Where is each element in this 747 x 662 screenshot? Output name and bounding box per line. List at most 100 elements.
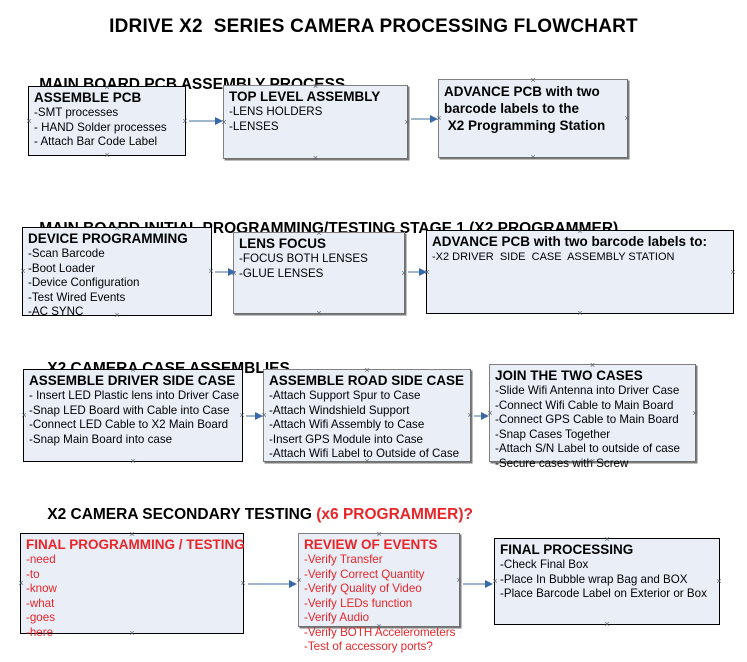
handle-bottom-icon[interactable] <box>316 310 323 317</box>
handle-top-icon[interactable] <box>316 230 323 237</box>
node-line: -X2 DRIVER SIDE CASE ASSEMBLY STATION <box>432 251 675 263</box>
handle-bottom-icon[interactable] <box>312 155 319 162</box>
handle-bottom-icon[interactable] <box>364 458 371 465</box>
node-line: -Connect LED Cable to X2 Main Board <box>29 418 229 431</box>
connector-driver-side-to-road-side <box>246 411 263 420</box>
handle-left-icon[interactable] <box>21 412 28 419</box>
handle-top-icon[interactable] <box>589 362 596 369</box>
handle-right-icon[interactable] <box>624 115 631 122</box>
node-line: -Connect GPS Cable to Main Board <box>495 413 679 426</box>
node-heading: ASSEMBLE DRIVER SIDE CASE <box>29 373 236 388</box>
node-heading: ASSEMBLE PCB <box>34 90 142 105</box>
node-review-of-events[interactable]: REVIEW OF EVENTS -Verify Transfer -Verif… <box>298 531 463 653</box>
node-advance-pcb-to-driver-side-case[interactable]: ADVANCE PCB with two barcode labels to: … <box>426 230 734 314</box>
node-heading: REVIEW OF EVENTS <box>304 537 438 552</box>
node-line: -Slide Wifi Antenna into Driver Case <box>495 384 680 397</box>
connector-top-level-assembly-to-advance-pcb <box>411 114 438 123</box>
handle-right-icon[interactable] <box>456 577 463 584</box>
node-line: -GLUE LENSES <box>239 266 324 280</box>
handle-right-icon[interactable] <box>240 580 247 587</box>
handle-left-icon[interactable] <box>20 268 27 275</box>
node-line: -Verify LEDs function <box>304 596 413 610</box>
node-assemble-driver-side-case[interactable]: ASSEMBLE DRIVER SIDE CASE - Insert LED P… <box>23 369 243 462</box>
handle-right-icon[interactable] <box>239 412 246 419</box>
node-assemble-pcb[interactable]: ASSEMBLE PCB -SMT processes - HAND Solde… <box>28 86 186 156</box>
handle-right-icon[interactable] <box>692 410 699 417</box>
node-line: -Snap Main Board into case <box>29 432 173 446</box>
node-line: -Attach Support Spur to Case <box>269 389 421 402</box>
node-heading: LENS FOCUS <box>239 236 327 251</box>
connector-road-side-to-join-cases <box>474 411 489 420</box>
handle-top-icon[interactable] <box>604 536 611 543</box>
node-heading: DEVICE PROGRAMMING <box>28 231 188 246</box>
node-join-the-two-cases[interactable]: JOIN THE TWO CASES -Slide Wifi Antenna i… <box>489 362 699 470</box>
node-line: -Verify Audio <box>304 611 370 624</box>
handle-right-icon[interactable] <box>716 578 723 585</box>
node-line: -FOCUS BOTH LENSES <box>239 252 368 265</box>
node-line: -AC SYNC <box>28 305 84 318</box>
node-line: -Verify Transfer <box>304 553 383 566</box>
handle-right-icon[interactable] <box>467 412 474 419</box>
node-line: - Insert LED Plastic lens into Driver Ca… <box>29 389 240 402</box>
handle-top-icon[interactable] <box>577 228 584 235</box>
node-line: -Insert GPS Module into Case <box>269 432 424 446</box>
node-line: - HAND Solder processes <box>34 120 167 134</box>
node-line: -Verify Quality of Video <box>304 582 422 595</box>
node-top-level-assembly[interactable]: TOP LEVEL ASSEMBLY -LENS HOLDERS -LENSES <box>223 85 408 159</box>
node-assemble-road-side-case[interactable]: ASSEMBLE ROAD SIDE CASE -Attach Support … <box>263 369 471 462</box>
node-lens-focus[interactable]: LENS FOCUS -FOCUS BOTH LENSES -GLUE LENS… <box>233 232 405 314</box>
node-line: -Place In Bubble wrap Bag and BOX <box>500 572 688 586</box>
handle-top-icon[interactable] <box>364 367 371 374</box>
node-advance-pcb-to-programming-station[interactable]: ADVANCE PCB with two barcode labels to t… <box>438 79 628 158</box>
node-line: -Place Barcode Label on Exterior or Box <box>500 587 707 600</box>
handle-top-icon[interactable] <box>312 83 319 90</box>
node-line: - Attach Bar Code Label <box>34 135 158 148</box>
node-line: -LENSES <box>229 119 279 133</box>
node-line: -to <box>26 567 40 581</box>
node-line: -Attach S/N Label to outside of case <box>495 442 680 455</box>
handle-bottom-icon[interactable] <box>114 312 121 319</box>
node-line-overflow: -Test of accessory ports? <box>304 640 433 653</box>
handle-top-icon[interactable] <box>129 531 136 538</box>
handle-top-icon[interactable] <box>104 84 111 91</box>
handle-bottom-icon[interactable] <box>104 152 111 159</box>
handle-bottom-icon[interactable] <box>129 630 136 637</box>
handle-bottom-icon[interactable] <box>130 458 137 465</box>
node-heading: ADVANCE PCB with two barcode labels to: <box>432 234 708 249</box>
handle-top-icon[interactable] <box>530 77 537 84</box>
node-line: -Verify Correct Quantity <box>304 567 425 581</box>
handle-top-icon[interactable] <box>376 531 383 538</box>
node-heading: ADVANCE PCB with two barcode labels to t… <box>444 84 606 133</box>
handle-top-icon[interactable] <box>130 367 137 374</box>
node-line: -know <box>26 582 57 595</box>
handle-left-icon[interactable] <box>26 118 33 125</box>
connector-final-programming-to-review-of-events <box>248 579 297 588</box>
node-line: -Verify BOTH Accelerometers <box>304 625 456 639</box>
handle-top-icon[interactable] <box>114 225 121 232</box>
handle-right-icon[interactable] <box>730 269 737 276</box>
connector-review-of-events-to-final-processing <box>463 579 493 588</box>
handle-bottom-icon[interactable] <box>604 621 611 628</box>
node-device-programming[interactable]: DEVICE PROGRAMMING -Scan Barcode -Boot L… <box>20 225 215 319</box>
handle-bottom-icon[interactable] <box>577 310 584 317</box>
node-line: -Device Configuration <box>28 276 140 289</box>
node-line: -Boot Loader <box>28 261 96 275</box>
node-heading: FINAL PROCESSING <box>500 542 634 557</box>
connector-assemble-pcb-to-top-level-assembly <box>189 116 223 125</box>
node-final-programming-testing[interactable]: FINAL PROGRAMMING / TESTING -need -to -k… <box>18 531 247 639</box>
handle-right-icon[interactable] <box>401 270 408 277</box>
handle-left-icon[interactable] <box>18 580 25 587</box>
node-line: -Snap LED Board with Cable into Case <box>29 403 230 417</box>
node-line: -Scan Barcode <box>28 247 105 260</box>
node-final-processing[interactable]: FINAL PROCESSING -Check Final Box -Place… <box>494 538 720 625</box>
document-title: IDRIVE X2 SERIES CAMERA PROCESSING FLOWC… <box>109 16 638 37</box>
section-title-text: X2 CAMERA SECONDARY TESTING <box>47 506 317 523</box>
handle-bottom-icon[interactable] <box>376 623 383 630</box>
handle-bottom-icon[interactable] <box>589 458 596 465</box>
handle-right-icon[interactable] <box>208 268 215 275</box>
handle-right-icon[interactable] <box>404 119 411 126</box>
handle-right-icon[interactable] <box>182 118 189 125</box>
node-line: -Test Wired Events <box>28 290 126 304</box>
handle-bottom-icon[interactable] <box>530 154 537 161</box>
node-line: -Connect Wifi Cable to Main Board <box>495 398 674 412</box>
